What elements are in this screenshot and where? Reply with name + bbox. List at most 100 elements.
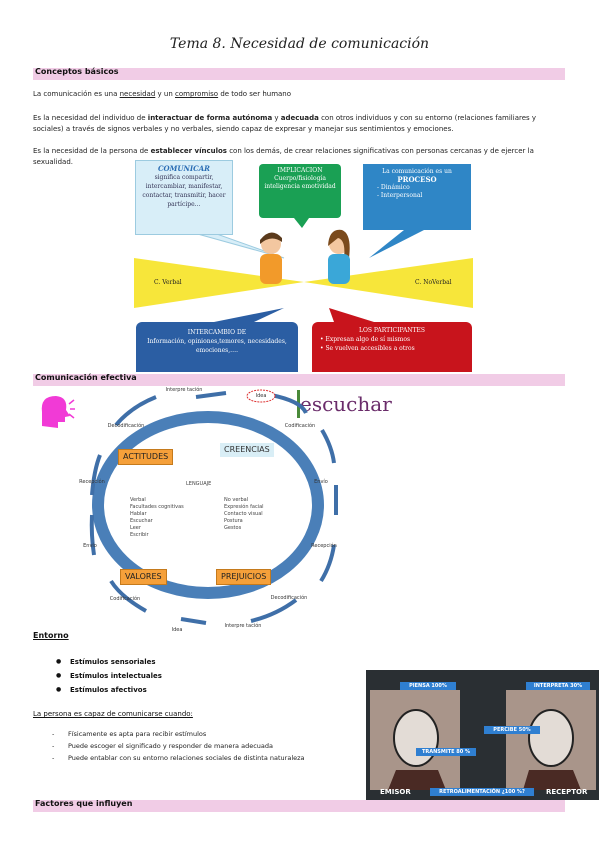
interpreta-tag: INTERPRETA 30% [526,682,590,690]
noverbal-label: C. NoVerbal [415,279,452,286]
noverbal-item: Contacto visual [224,511,263,517]
p2-text-e: con otros individuos y con su entorno (r… [33,114,537,133]
percibe-tag: PERCIBE 50% [484,726,540,734]
cycle-arrows [89,391,338,625]
noverbal-heading: No verbal [224,497,249,503]
paragraph-1: La comunicación es una necesidad y un co… [33,89,565,100]
noverbal-item: Postura [224,518,243,524]
boy-hair [260,232,282,244]
participantes-title: LOS PARTICIPANTES [358,327,426,334]
cycle-interpretacion-bottom: Interpre tación [224,623,262,629]
p2-text-d: adecuada [280,114,319,122]
verbal-item: Hablar [130,511,147,517]
p1-text-c: y un [155,90,175,98]
valores-box: VALORES [120,569,167,585]
proceso-item-2: - Interpersonal [377,192,423,199]
boy-body [260,254,282,284]
cycle-idea-top: Idea [255,393,267,399]
paragraph-2: Es la necesidad del individuo de interac… [33,113,565,135]
emisor-label: EMISOR [380,788,411,796]
cycle-codificacion-left: Codificación [109,596,141,602]
noverbal-beam [304,258,473,308]
section-heading-entorno: Entorno [33,631,69,640]
paragraph-3: Es la necesidad de la persona de estable… [33,146,565,168]
p2-text-c: y [272,114,281,122]
proceso-item-1: - Dinámico [377,184,410,191]
proceso-pointer [369,230,424,258]
transmite-tag: TRANSMITE 80 % [416,748,476,756]
speaking-head-icon [41,396,75,428]
p3-text-a: Es la necesidad de la persona de [33,147,151,155]
participantes-item-2: • Se vuelven accesibles a otros [320,345,415,352]
verbal-list: Verbal Facultades cognitivas Hablar Escu… [130,497,184,539]
cycle-recepcion-left: Recepción [79,479,105,485]
estimulo-item: Estímulos afectivos [48,683,162,697]
cycle-interpretacion-top: Interpre tación [165,387,203,393]
proceso-bubble: La comunicación es un PROCESO - Dinámico… [363,164,471,230]
verbal-item: Facultades cognitivas [130,504,184,510]
verbal-label: C. Verbal [154,279,182,286]
implicacion-pointer [294,218,309,228]
p1-text-d: compromiso [175,90,219,98]
cycle-envio-left: Envío [83,543,97,549]
intercambio-title: INTERCAMBIO DE [187,329,247,336]
cycle-recepcion-right: Recepción [311,543,337,549]
communication-cycle-diagram: Interpre tación Idea Codificación Envío … [36,385,356,640]
capaz-item: Físicamente es apta para recibir estímul… [52,728,305,740]
intercambio-pointer [214,308,284,322]
verbal-item: Escuchar [130,518,153,524]
verbal-item: Escribir [130,532,149,538]
capaz-list: Físicamente es apta para recibir estímul… [52,728,305,764]
participantes-bubble: LOS PARTICIPANTES • Expresan algo de sí … [312,322,472,372]
section-band-efectiva: Comunicación efectiva [33,373,565,386]
cycle-envio-right: Envío [314,479,328,485]
piensa-tag: PIENSA 100% [400,682,456,690]
cycle-decodificacion-left: Decodificación [107,423,145,429]
capaz-heading: La persona es capaz de comunicarse cuand… [33,710,193,718]
receptor-label: RECEPTOR [546,788,588,796]
p2-text-b: interactuar de forma autónoma [147,114,273,122]
prejuicios-box: PREJUICIOS [216,569,272,585]
infographic-shapes [134,218,473,322]
girl-hair [328,229,350,258]
estimulos-list: Estímulos sensoriales Estímulos intelect… [48,655,162,697]
creencias-box: CREENCIAS [220,443,274,457]
verbal-item: Leer [130,525,141,531]
p3-text-b: establecer vínculos [150,147,227,155]
noverbal-item: Gestos [224,525,242,531]
communication-infographic: COMUNICAR significa compartir, intercamb… [134,158,473,372]
p1-text-e: de todo ser humano [218,90,292,98]
cycle-decodificacion-right: Decodificación [270,595,308,601]
estimulo-item: Estímulos intelectuales [48,669,162,683]
section-heading-factores: Factores que influyen [35,799,133,808]
participantes-item-1: • Expresan algo de sí mismos [320,336,411,343]
capaz-item: Puede entablar con su entorno relaciones… [52,752,305,764]
implicacion-text: Cuerpo/fisiología inteligencia emotivida… [264,175,336,190]
p3-text-c: con los demás, de crear relaciones signi… [33,147,534,166]
p1-text-a: La comunicación es una [33,90,120,98]
noverbal-item: Expresión facial [224,504,264,510]
verbal-beam [134,258,304,308]
section-heading-efectiva: Comunicación efectiva [35,373,137,382]
girl-body [328,254,350,284]
comunicar-bubble: COMUNICAR significa compartir, intercamb… [135,160,233,235]
p1-text-b: necesidad [119,90,156,98]
implicacion-title: IMPLICACION [277,167,323,174]
emisor-receptor-image: PIENSA 100% INTERPRETA 30% PERCIBE 50% T… [366,670,599,800]
capaz-item: Puede escoger el significado y responder… [52,740,305,752]
comunicar-title: COMUNICAR [157,164,210,173]
actitudes-box: ACTITUDES [118,449,174,465]
intercambio-text: Información, opiniones,temores, necesida… [147,338,287,354]
cycle-ring [89,389,338,625]
intercambio-bubble: INTERCAMBIO DE Información, opiniones,te… [136,322,298,372]
section-band-conceptos: Conceptos básicos [33,67,565,80]
comunicar-text: significa compartir, intercambiar, manif… [142,174,226,208]
section-heading-conceptos: Conceptos básicos [35,67,119,76]
page-title: Tema 8. Necesidad de comunicación [169,36,430,52]
proceso-line1: La comunicación es un [382,168,452,175]
cycle-idea-bottom: Idea [171,627,183,633]
cycle-codificacion-right: Codificación [284,423,316,429]
estimulo-item: Estímulos sensoriales [48,655,162,669]
implicacion-bubble: IMPLICACION Cuerpo/fisiología inteligenc… [259,164,341,218]
proceso-title: PROCESO [397,175,437,184]
